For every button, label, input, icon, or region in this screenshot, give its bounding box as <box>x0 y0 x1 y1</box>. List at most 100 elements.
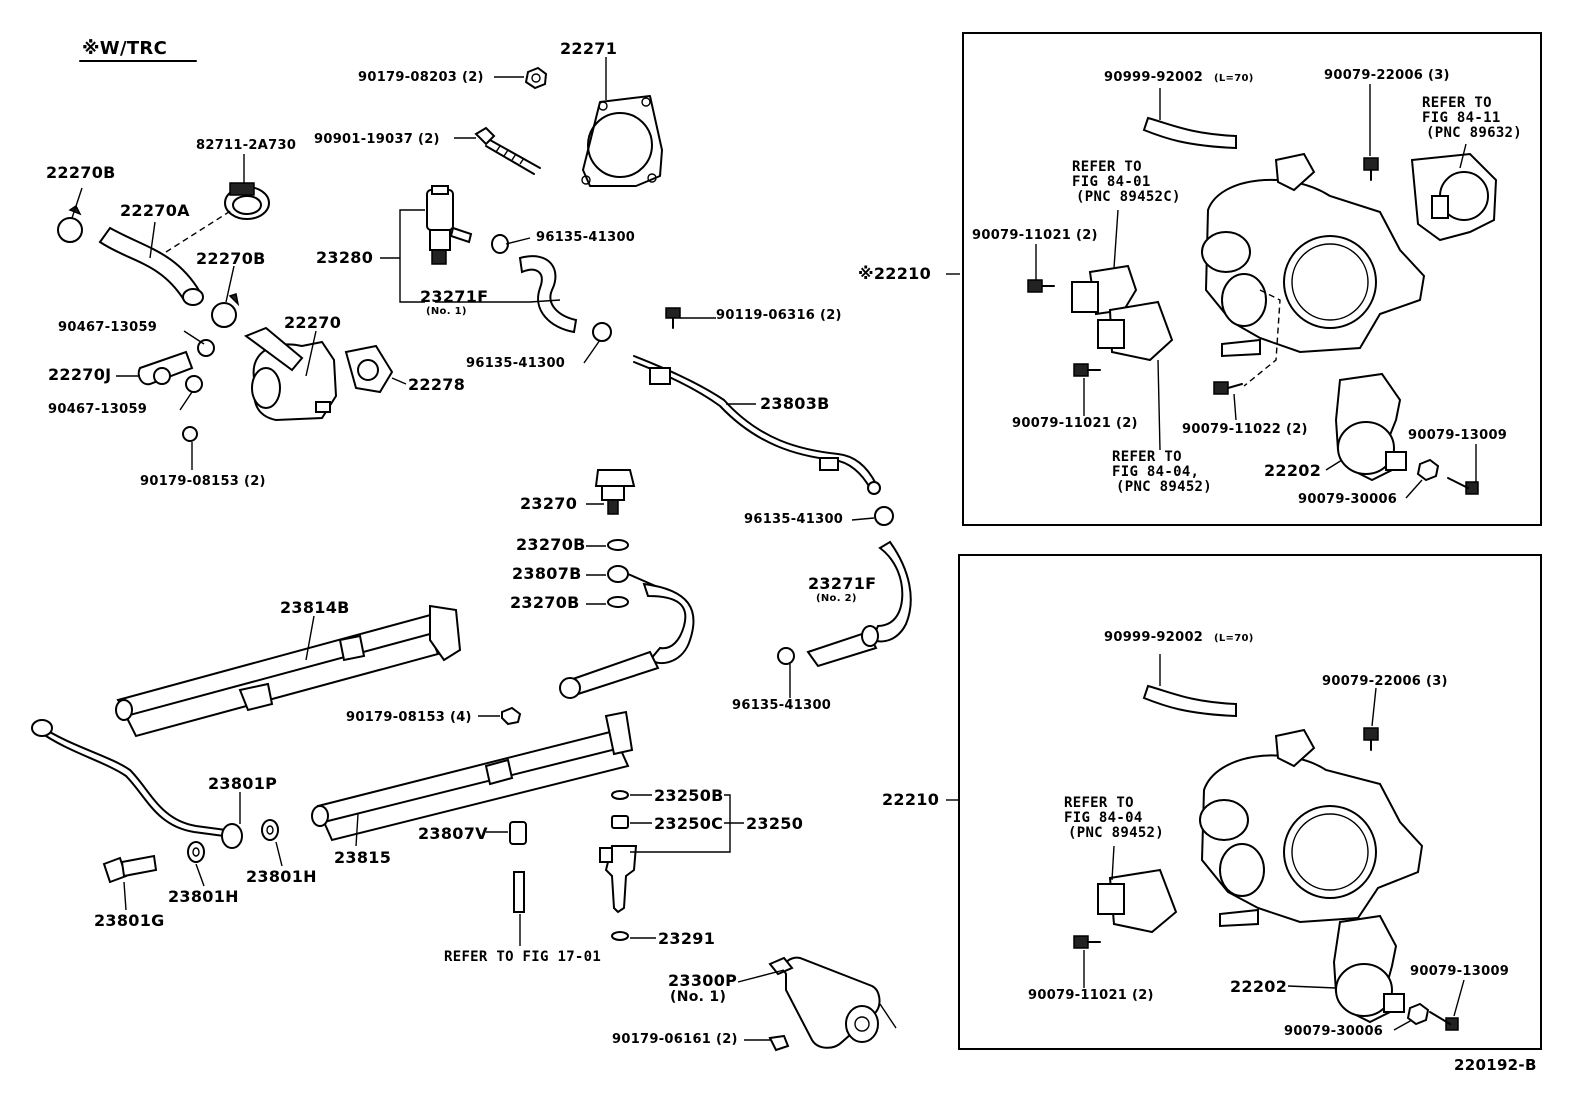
label-23807V[interactable]: 23807V <box>418 824 488 843</box>
clamp-96135-a-drawing <box>491 234 509 254</box>
isc-valve-22202-bottom-drawing <box>1332 914 1405 1024</box>
label-23291[interactable]: 23291 <box>658 929 716 948</box>
label-90179-08153-4[interactable]: 90179-08153 (4) <box>346 710 472 725</box>
gasket-23801H-b-drawing <box>187 841 205 863</box>
label-96135-41300-a[interactable]: 96135-41300 <box>536 230 636 245</box>
sensor-fig84-01-drawing <box>1071 264 1174 362</box>
label-22270B-b[interactable]: 22270B <box>196 249 266 268</box>
nut-90179-08153-4-drawing <box>501 706 522 726</box>
label-refer-84-04-top-line2: FIG 84-04, <box>1112 464 1200 480</box>
label-22271[interactable]: 22271 <box>560 39 618 58</box>
label-refer-84-11-line2: FIG 84-11 <box>1422 110 1501 126</box>
label-96135-41300-c[interactable]: 96135-41300 <box>744 512 844 527</box>
label-refer-84-04-bottom-line1: REFER TO <box>1064 795 1134 811</box>
label-90079-22006-top[interactable]: 90079-22006 (3) <box>1324 68 1450 83</box>
label-refer-fig17[interactable]: REFER TO FIG 17-01 <box>444 949 602 965</box>
label-23271F-no1[interactable]: 23271F <box>420 287 489 306</box>
label-90999-92002-top[interactable]: 90999-92002 <box>1104 70 1204 85</box>
label-23300P[interactable]: 23300P <box>668 971 738 990</box>
label-90079-13009-bottom[interactable]: 90079-13009 <box>1410 964 1510 979</box>
label-23280[interactable]: 23280 <box>316 248 374 267</box>
label-22270B-a[interactable]: 22270B <box>46 163 116 182</box>
label-90999-92002-bottom[interactable]: 90999-92002 <box>1104 630 1204 645</box>
clamp-82711-drawing <box>224 182 270 220</box>
label-82711-2A730[interactable]: 82711-2A730 <box>196 138 297 153</box>
label-23270B-a[interactable]: 23270B <box>516 535 586 554</box>
label-23250B[interactable]: 23250B <box>654 786 724 805</box>
label-23271F-no2[interactable]: 23271F <box>808 574 877 593</box>
gasket-23801H-a-drawing <box>261 819 279 841</box>
bottom-assembly-frame <box>958 554 1542 1050</box>
label-90079-13009-top[interactable]: 90079-13009 <box>1408 428 1508 443</box>
hose-90999-bottom-drawing <box>1142 684 1237 718</box>
label-90999-len-bottom: (L=70) <box>1214 633 1254 644</box>
hose-23271F-no2-drawing <box>806 540 912 668</box>
label-23250C[interactable]: 23250C <box>654 814 724 833</box>
label-90079-30006-bottom[interactable]: 90079-30006 <box>1284 1024 1384 1039</box>
label-96135-41300-d[interactable]: 96135-41300 <box>732 698 832 713</box>
label-90467-13059-a[interactable]: 90467-13059 <box>58 320 158 335</box>
label-refer-84-11-line1: REFER TO <box>1422 95 1492 111</box>
label-23250[interactable]: 23250 <box>746 814 804 833</box>
label-22202-top[interactable]: 22202 <box>1264 461 1322 480</box>
label-90179-08203[interactable]: 90179-08203 (2) <box>358 70 484 85</box>
label-22270J[interactable]: 22270J <box>48 365 112 384</box>
label-refer-84-01-line1: REFER TO <box>1072 159 1142 175</box>
bolt-90079-13009-top-drawing <box>1447 477 1479 495</box>
label-refer-84-04-top-line1: REFER TO <box>1112 449 1182 465</box>
label-23801H-b[interactable]: 23801H <box>168 887 239 906</box>
screw-90079-11022-drawing <box>1213 381 1243 395</box>
label-90079-11021-bottom[interactable]: 90079-11021 (2) <box>1028 988 1154 1003</box>
clamp-96135-d-drawing <box>777 647 795 665</box>
label-23815[interactable]: 23815 <box>334 848 392 867</box>
label-90079-30006-top[interactable]: 90079-30006 <box>1298 492 1398 507</box>
label-90179-08153[interactable]: 90179-08153 (2) <box>140 474 266 489</box>
label-23807B[interactable]: 23807B <box>512 564 582 583</box>
label-23803B[interactable]: 23803B <box>760 394 830 413</box>
label-23270[interactable]: 23270 <box>520 494 578 513</box>
clamp-22270B-b-drawing <box>211 293 240 328</box>
label-refer-84-04-bottom-line2: FIG 84-04 <box>1064 810 1143 826</box>
label-23271F-no1-sub: (No. 1) <box>426 306 467 317</box>
delivery-pipe-23815-drawing <box>311 710 634 842</box>
screw-90079-11021-top-a-drawing <box>1027 279 1055 293</box>
valve-23807V-drawing <box>509 821 527 845</box>
isc-valve-22202-top-drawing <box>1334 372 1407 482</box>
fuel-hose-drawing <box>559 582 695 699</box>
label-23271F-no2-sub: (No. 2) <box>816 593 857 604</box>
label-90079-11021-top-b[interactable]: 90079-11021 (2) <box>1012 416 1138 431</box>
label-refer-84-04-bottom-line3: (PNC 89452) <box>1068 825 1165 841</box>
label-23801H-a[interactable]: 23801H <box>246 867 317 886</box>
damper-23270-drawing <box>594 469 636 515</box>
hose-23271F-no1-drawing <box>435 255 578 334</box>
label-23270B-b[interactable]: 23270B <box>510 593 580 612</box>
label-90079-11021-top-a[interactable]: 90079-11021 (2) <box>972 228 1098 243</box>
label-90467-13059-b[interactable]: 90467-13059 <box>48 402 148 417</box>
label-90079-22006-bottom[interactable]: 90079-22006 (3) <box>1322 674 1448 689</box>
label-22270A[interactable]: 22270A <box>120 201 190 220</box>
sensor-fig84-04-bottom-drawing <box>1097 868 1178 934</box>
label-22270[interactable]: 22270 <box>284 313 342 332</box>
label-22278[interactable]: 22278 <box>408 375 466 394</box>
label-refer-84-11-line3: (PNC 89632) <box>1426 125 1523 141</box>
label-23801G[interactable]: 23801G <box>94 911 165 930</box>
label-90179-06161[interactable]: 90179-06161 (2) <box>612 1032 738 1047</box>
screw-90079-22006-bottom-drawing <box>1363 727 1379 751</box>
label-refer-84-01-line3: (PNC 89452C) <box>1076 189 1181 205</box>
label-96135-41300-b[interactable]: 96135-41300 <box>466 356 566 371</box>
label-90119-06316[interactable]: 90119-06316 (2) <box>716 308 842 323</box>
label-23814B[interactable]: 23814B <box>280 598 350 617</box>
header-note: ※W/TRC <box>82 38 168 59</box>
pipe-23801P-drawing <box>31 719 243 849</box>
label-22202-bottom[interactable]: 22202 <box>1230 977 1288 996</box>
label-assembly-22210-bottom[interactable]: 22210 <box>882 790 940 809</box>
gasket-23270B-a-drawing <box>607 539 629 551</box>
label-23801P[interactable]: 23801P <box>208 774 278 793</box>
label-90079-11022[interactable]: 90079-11022 (2) <box>1182 422 1308 437</box>
nut-90179-08153-drawing <box>182 426 198 442</box>
label-assembly-22210-top[interactable]: ※22210 <box>858 264 932 283</box>
clamp-22270B-a-drawing <box>57 204 83 243</box>
label-90901-19037[interactable]: 90901-19037 (2) <box>314 132 440 147</box>
label-refer-84-01-line2: FIG 84-01 <box>1072 174 1151 190</box>
